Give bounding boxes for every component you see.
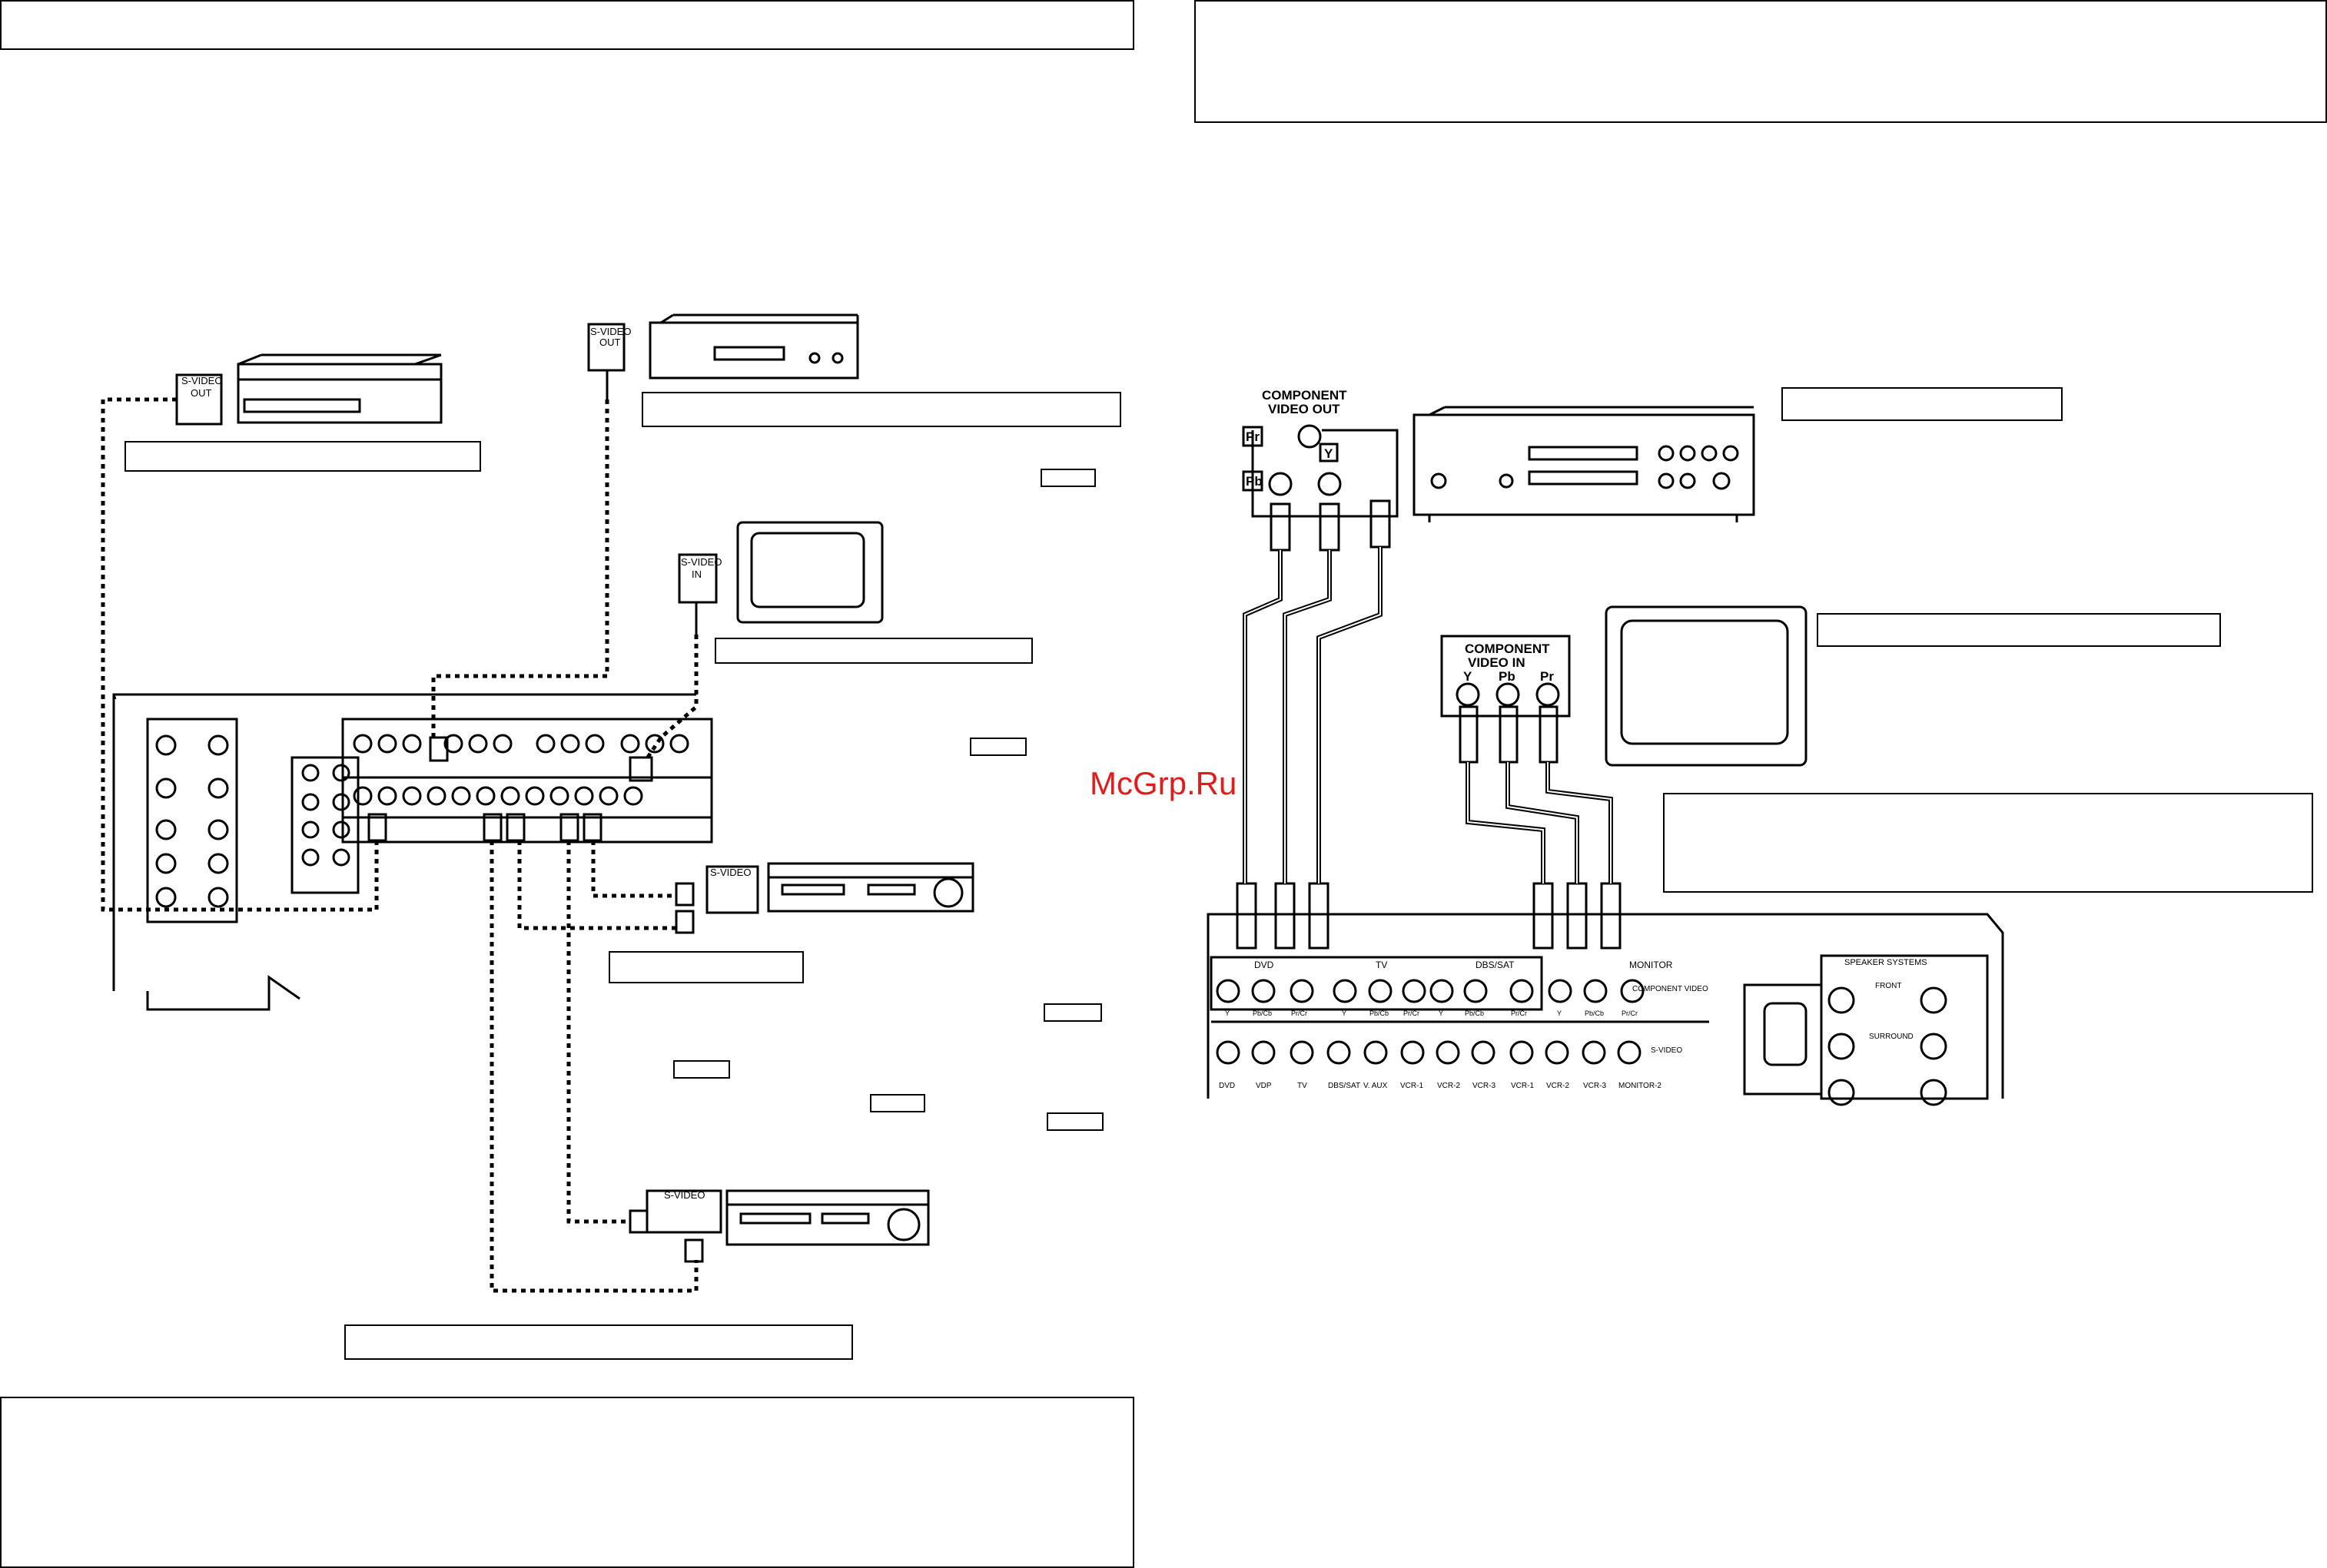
small-tag-6 [1047,1112,1104,1131]
monitor-label-box-left [715,638,1033,664]
component-out-title-1: COMPONENT [1262,388,1347,403]
svideo-label-vcr1: S-VIDEO [710,867,751,878]
bottom-jack-8: VCR-1 [1511,1082,1534,1090]
component-in-block [1440,635,1571,764]
left-panel-jacks [155,734,689,908]
component-in-title-1: COMPONENT [1465,641,1550,656]
top-jack-labels: Y Pb/Cb Pr/Cr Y Pb/Cb Pr/Cr Y Pb/Cb Pr/C… [1225,1009,1638,1017]
component-out-title-2: VIDEO OUT [1268,402,1340,416]
vcr2-unit [646,1189,930,1246]
component-video-text: COMPONENT VIDEO [1632,985,1708,993]
right-cables-inner [1244,547,1612,883]
top-jack-7: Pb/Cb [1465,1009,1484,1017]
right-note-box [1663,793,2313,893]
top-right-header-box [1194,0,2327,123]
bottom-jack-3: DBS/SAT [1328,1082,1360,1090]
bottom-jack-2: TV [1297,1082,1307,1090]
bottom-jack-6: VCR-2 [1437,1082,1460,1090]
bottom-jack-10: VCR-3 [1583,1082,1606,1090]
in-pr-label: Pr [1540,669,1554,684]
bottom-jack-11: MONITOR-2 [1618,1082,1661,1090]
bottom-left-text-box [0,1397,1134,1568]
bottom-jack-5: VCR-1 [1400,1082,1423,1090]
dvd-label-box-right [1781,387,2063,421]
left-plugs [367,736,704,1263]
top-jack-3: Y [1342,1009,1346,1017]
bottom-jack-7: VCR-3 [1472,1082,1495,1090]
top-jack-4: Pb/Cb [1369,1009,1389,1017]
panel-group-dbs: DBS/SAT [1476,960,1515,970]
s-video-text: S-VIDEO [1651,1046,1682,1055]
vcr1-label-box [609,951,804,983]
left-cables [101,397,699,1293]
watermark: McGrp.Ru [1090,765,1237,801]
dvd-right-unit [1412,406,1755,522]
surround-text: SURROUND [1869,1033,1914,1041]
monitor-label-box-right [1817,613,2221,647]
panel-group-monitor: MONITOR [1629,960,1673,970]
svideo-label-dvd: S-VIDEO [590,326,631,337]
bottom-jack-9: VCR-2 [1546,1082,1569,1090]
bottom-jack-0: DVD [1219,1082,1235,1090]
svideo-sub-vcr: OUT [191,387,212,399]
top-jack-6: Y [1439,1009,1443,1017]
svideo-label-vcr2: S-VIDEO [664,1189,705,1201]
top-jack-0: Y [1225,1009,1230,1017]
speaker-systems-text: SPEAKER SYSTEMS [1844,958,1927,967]
top-jack-9: Y [1557,1009,1562,1017]
svideo-sub-dvd: OUT [599,336,621,348]
small-tag-2 [970,738,1027,756]
bottom-jack-4: V. AUX [1363,1082,1388,1090]
vcr-top-left-unit [175,353,443,426]
svideo-sub-monitor: IN [692,569,702,580]
panel-group-tv: TV [1376,960,1387,970]
top-jack-5: Pr/Cr [1403,1009,1419,1017]
top-left-header-box [0,0,1134,50]
top-jack-11: Pr/Cr [1622,1009,1638,1017]
svideo-label-monitor: S-VIDEO [681,556,722,568]
in-pb-label: Pb [1499,669,1515,684]
small-tag-5 [870,1094,925,1112]
vcr2-label-box [344,1324,853,1360]
vcr1-unit [705,862,974,914]
top-jack-1: Pb/Cb [1253,1009,1272,1017]
dvd-label-box-left [642,392,1121,427]
right-panel-jacks [1216,979,1947,1106]
top-jack-2: Pr/Cr [1291,1009,1307,1017]
component-out-block [1242,424,1399,552]
vcr-label-box [124,441,481,472]
component-in-title-2: VIDEO IN [1468,655,1525,670]
bottom-jack-labels: DVD VDP TV DBS/SAT V. AUX VCR-1 VCR-2 VC… [1219,1082,1661,1090]
jack-y-label: Y [1324,446,1333,461]
bottom-jack-1: VDP [1256,1082,1272,1090]
in-y-label: Y [1463,669,1472,684]
svideo-label-vcr: S-VIDEO [181,375,222,386]
small-tag-3 [1044,1003,1102,1022]
small-tag-4 [673,1060,730,1079]
monitor-left-unit [678,521,884,635]
dvd-left-unit [587,313,859,399]
small-tag-1 [1041,469,1096,487]
top-jack-8: Pr/Cr [1511,1009,1527,1017]
top-jack-10: Pb/Cb [1585,1009,1604,1017]
jack-pb-label: Pb [1246,474,1263,489]
monitor-right-unit [1605,605,1807,767]
panel-group-dvd: DVD [1254,960,1274,970]
front-text: FRONT [1875,982,1901,990]
jack-pr-label: Pr [1246,429,1260,444]
